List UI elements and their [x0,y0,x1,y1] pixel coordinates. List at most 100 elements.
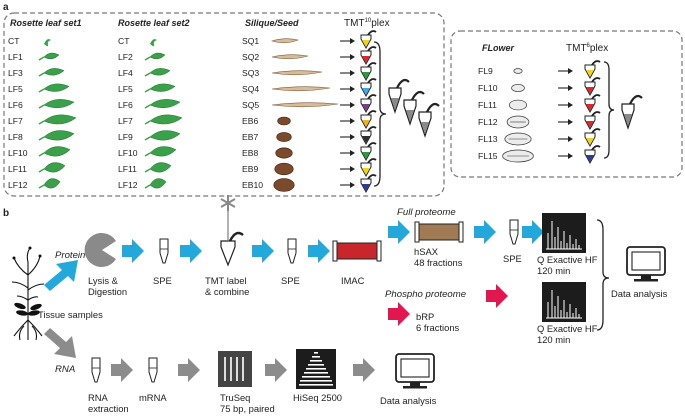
leaf-set1-leaf-lf10 [38,146,71,157]
leaf-set1-label-lf11: LF11 [8,164,27,174]
spe-icon-2 [287,238,297,264]
leaf-set2-leaf-ct [150,39,157,47]
lysis-icon [84,233,116,267]
hiseq-icon [296,349,336,389]
tmt10-arrow-9 [340,166,355,172]
tmt10-arrow-10 [340,182,355,188]
tmt10-arrow-5 [340,102,355,108]
leaf-set1-leaf-lf12 [38,178,61,189]
leaf-set2-label-lf2: LF2 [118,52,133,62]
hiseq-label: HiSeq 2500 [293,392,342,403]
leaf-set2-label-lf10: LF10 [118,148,138,158]
leaf-set2-leaf-lf12 [144,178,167,189]
leaf-set1-label-ct: CT [8,36,20,46]
tmt6-arrow-2 [558,85,573,91]
header-flower: FLower [482,43,514,53]
tmt6-arrow-3 [558,102,573,108]
panel-a-flower-box [450,30,683,178]
data-analysis-label-2: Data analysis [380,395,437,406]
rna-arrow-3 [265,358,287,382]
flower-bud-fl13 [504,132,532,146]
phospho-arrow-1 [388,302,410,326]
leaf-set2-leaf-lf11 [144,162,172,173]
ms-brace [596,219,610,331]
data-analysis-label-1: Data analysis [611,288,668,299]
silique-label-eb8: EB8 [242,148,258,158]
plant-leaves [12,246,42,316]
leaf-set1-label-lf5: LF5 [8,84,23,94]
silique-label-sq1: SQ1 [242,36,259,46]
protein-arrow-3 [252,239,274,263]
header-tmt10: TMT10plex [344,18,390,29]
silique-pod-sq4 [271,86,331,92]
full-arrow-2 [474,220,496,244]
leaf-set2-label-lf11: LF11 [118,164,137,174]
tmt-label-1: TMT label [205,275,247,286]
spe-icon-3 [509,219,519,245]
leaf-set1-leaf-ct [44,39,51,47]
silique-label-eb9: EB9 [242,164,258,174]
panel-label-b: b [3,208,9,219]
phospho-proteome-label: Phospho proteome [385,289,466,300]
tmt10-tube-7 [360,126,377,146]
pooled-tubes-tmt10 [388,78,440,138]
tmt10-tube-10 [360,174,377,194]
tmt-tube-icon [220,231,244,267]
protein-arrow-1 [122,239,144,263]
tmt6-tube-5 [584,128,601,148]
tmt-label-2: & combine [205,286,249,297]
tmt6-arrow-5 [558,136,573,142]
rna-arrow-4 [353,358,375,382]
tmt10-tube-6 [360,110,377,130]
protein-arrow-4 [308,239,330,263]
tmt6-tube-6 [584,145,601,165]
tmt10-tube-9 [360,158,377,178]
tmt6-tube-2 [584,77,601,97]
protein-arrow-2 [180,239,202,263]
spectrum-icon-2 [541,281,587,323]
full-arrow-3 [522,220,544,244]
imac-label: IMAC [341,275,365,286]
tmt10-tube-2 [360,46,377,66]
leaf-set2-label-lf4: LF4 [118,68,133,78]
silique-label-sq2: SQ2 [242,52,259,62]
mrna-label: mRNA [139,392,167,403]
header-tmt6: TMT6plex [566,43,608,54]
spe-label-2: SPE [281,275,300,286]
tmt6-arrow-1 [558,68,573,74]
silique-pod-sq2 [271,54,309,60]
brp-label-1: bRP [416,311,434,322]
leaf-set1-leaf-lf8 [38,130,75,141]
brp-label-2: 6 fractions [416,322,460,333]
leaf-set1-label-lf6: LF6 [8,100,23,110]
tmt10-arrow-1 [340,38,355,44]
leaf-set1-label-lf8: LF8 [8,132,23,142]
truseq-icon [218,351,252,387]
leaf-set1-leaf-lf5 [38,83,70,93]
lysis-label-2: Digestion [88,286,127,297]
hsax-label-2: 48 fractions [414,257,463,268]
leaf-set1-label-lf10: LF10 [8,148,28,158]
protein-label: Protein [55,250,85,261]
leaf-set1-leaf-lf1 [38,52,60,61]
tmt10-brace [373,41,387,187]
leaf-set1-leaf-lf11 [38,162,66,173]
silique-pod-sq1 [270,38,300,44]
tmt10-tube-5 [360,94,377,114]
full-arrow-1 [388,220,410,244]
truseq-label-2: 75 bp, paired [220,403,275,414]
tmt10-tube-3 [360,62,377,82]
hsax-column-icon [414,221,464,243]
header-leaf-set2: Rosette leaf set2 [118,18,190,28]
monitor-icon-1 [626,246,666,283]
rna-arrow-2 [178,358,200,382]
leaf-set1-leaf-lf3 [38,68,65,77]
tmt10-arrow-4 [340,86,355,92]
tmt10-tube-4 [360,78,377,98]
leaf-set2-leaf-lf7 [144,114,183,125]
monitor-icon-2 [395,353,435,390]
rna-label: RNA [55,364,75,375]
flower-bud-fl11 [508,99,528,111]
